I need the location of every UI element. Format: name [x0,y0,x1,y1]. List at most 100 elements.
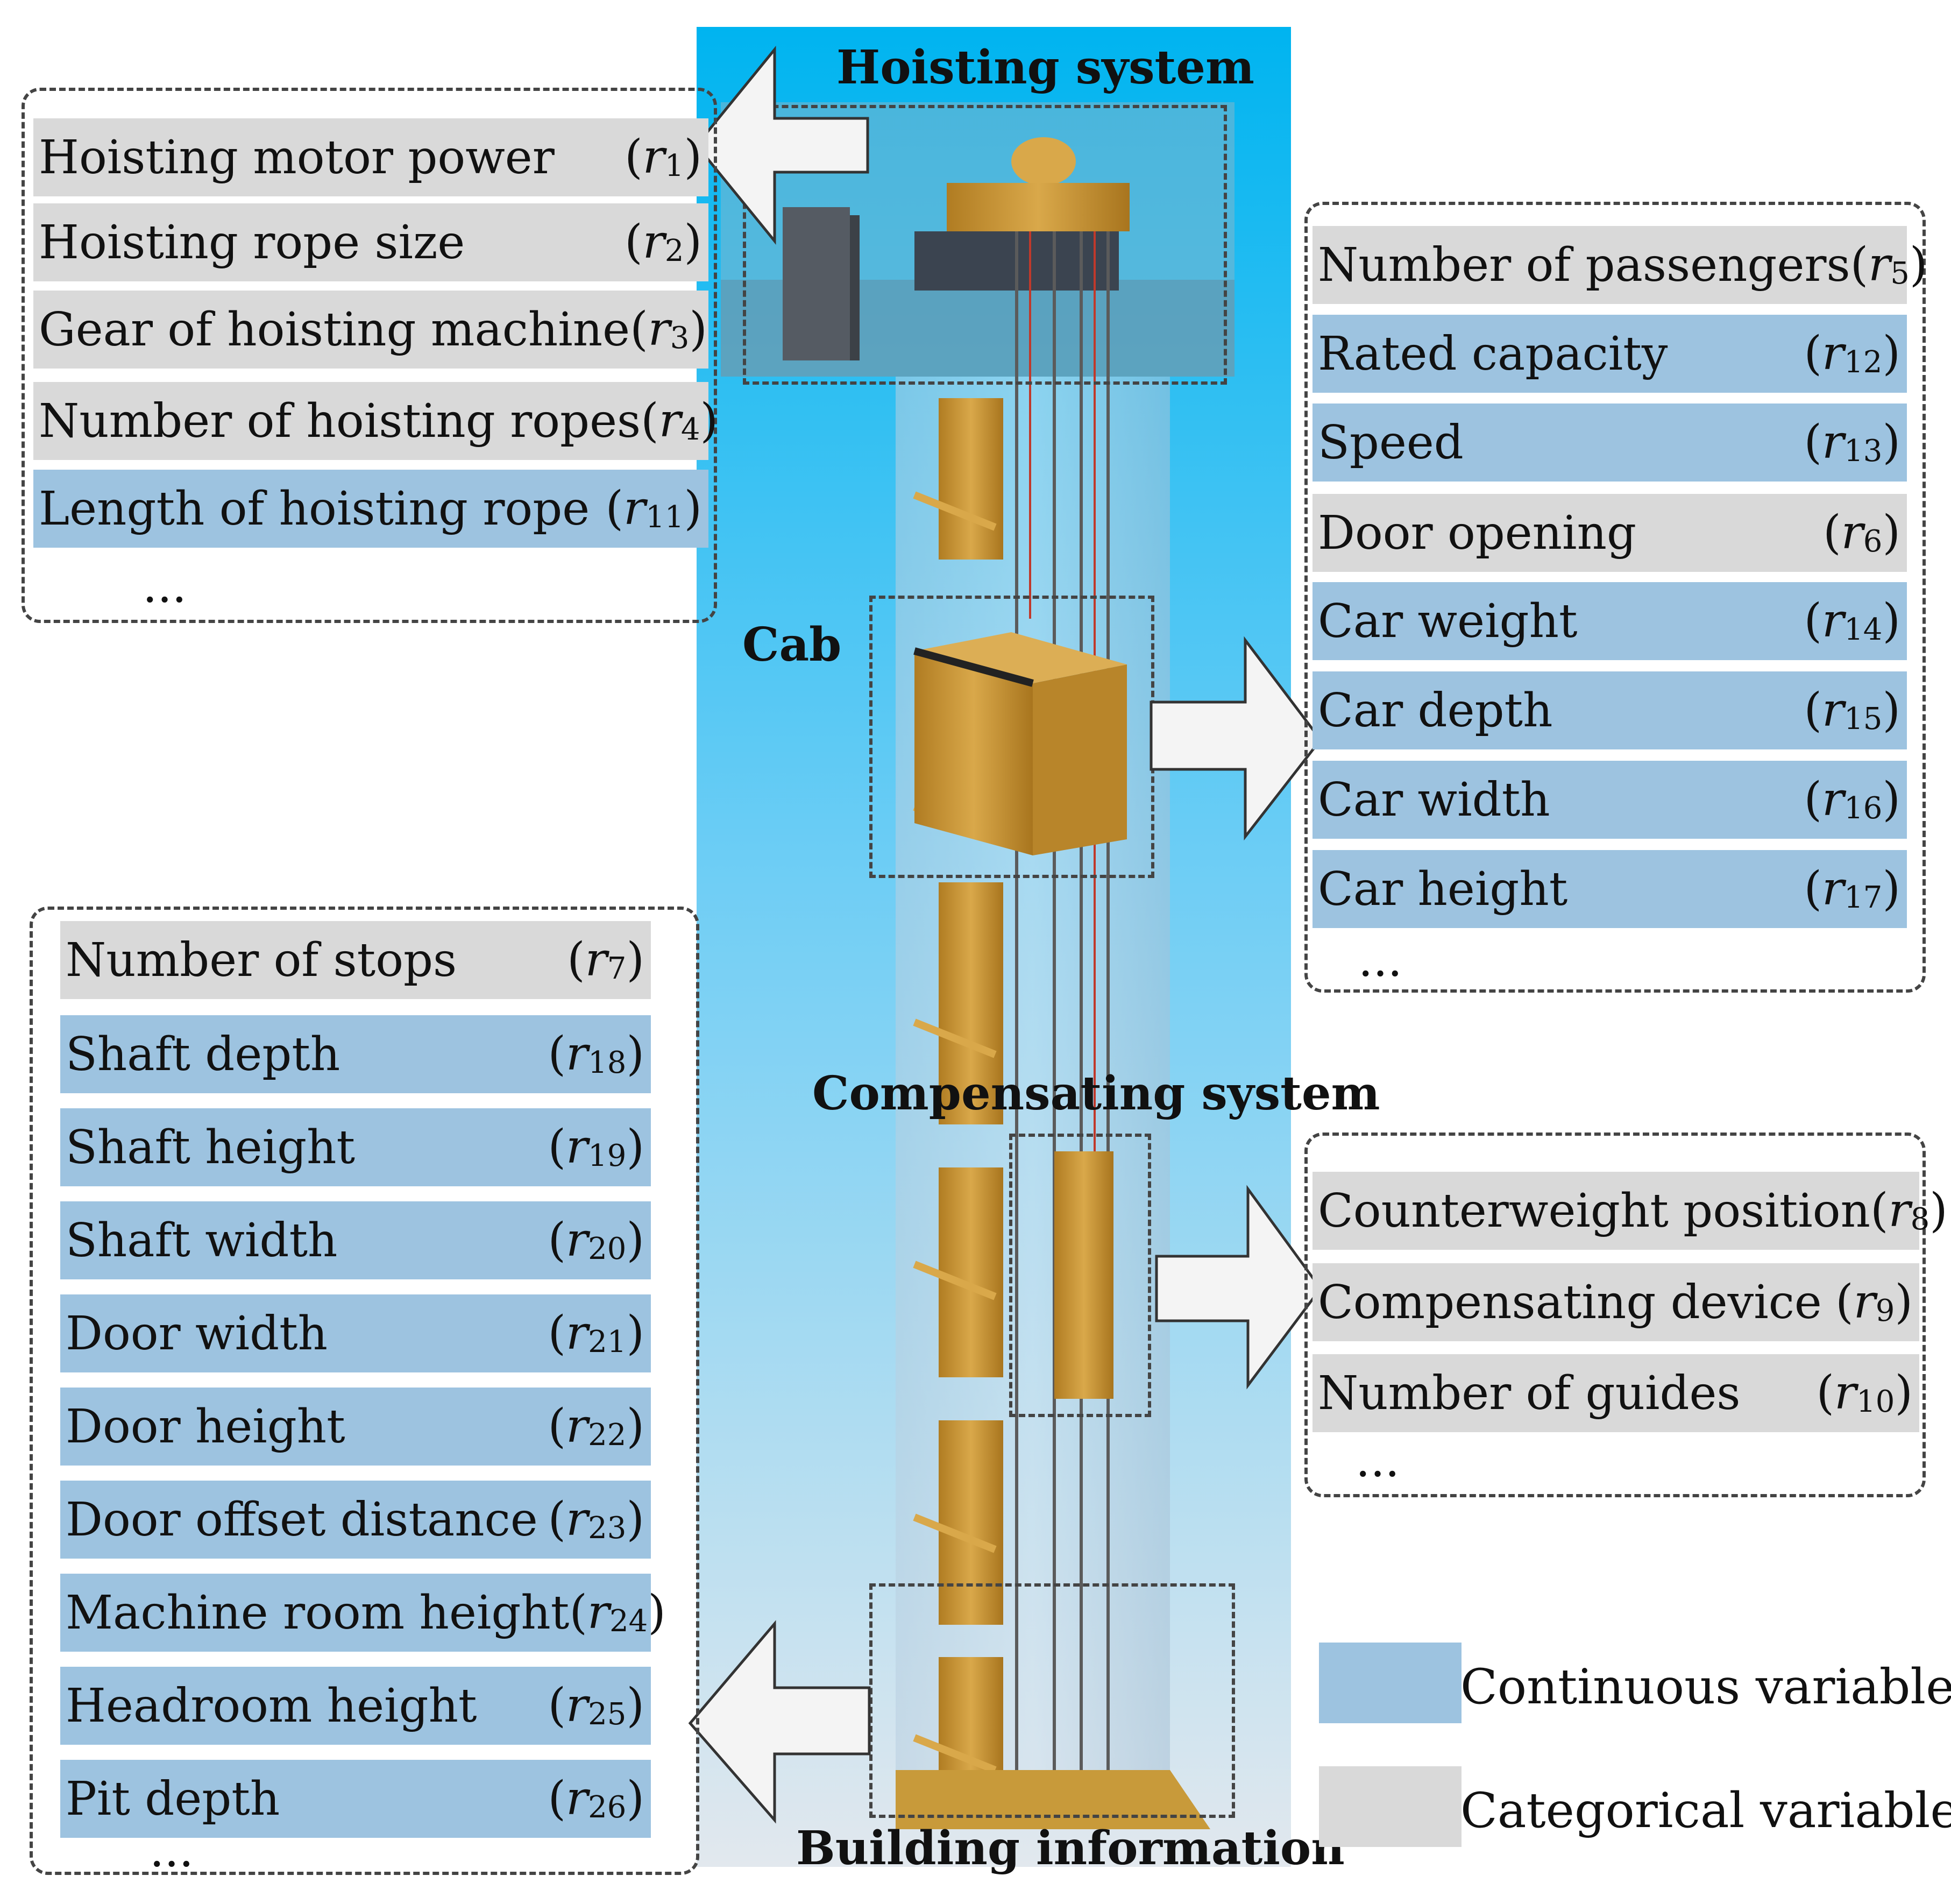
variable-symbol-letter: r [566,1213,588,1267]
variable-symbol-letter: r [585,932,607,987]
building-variable-row: Pit depth(r26) [60,1760,651,1838]
compensating-variable-row: Counterweight position(r8) [1313,1172,1948,1250]
variable-symbol-index: 18 [588,1045,627,1080]
variable-symbol-index: 10 [1856,1384,1895,1419]
variable-symbol-index: 17 [1844,880,1883,915]
hoisting-variable-row: Hoisting rope size (r2) [33,203,708,281]
counterweight [1054,1151,1113,1399]
variable-symbol: (r25) [548,1678,644,1732]
building-variable-row: Door offset distance(r23) [60,1481,651,1559]
variable-symbol: (r24) [569,1585,666,1639]
variable-symbol: (r5) [1850,237,1928,292]
variable-symbol-index: 4 [680,412,700,447]
variable-symbol-index: 16 [1844,790,1883,826]
variable-symbol-index: 9 [1875,1293,1895,1328]
arrow-building-left [688,1620,871,1824]
variable-symbol-index: 13 [1844,433,1883,469]
variable-symbol-index: 25 [588,1696,627,1732]
variable-symbol: (r15) [1804,683,1900,737]
variable-symbol-index: 8 [1910,1201,1930,1237]
pit-floor [896,1770,1210,1829]
variable-symbol-letter: r [1841,505,1863,560]
variable-symbol-index: 14 [1844,612,1883,647]
building-variable-row: Machine room height(r24) [60,1574,666,1652]
variable-symbol-letter: r [623,481,646,535]
variable-symbol-letter: r [642,130,665,184]
compensating-region [1009,1134,1151,1417]
variable-label: Number of stops [66,933,457,987]
variable-symbol: (r4) [641,393,719,448]
compensating-variable-row: Number of guides (r10) [1313,1354,1919,1432]
building-variable-row: Shaft depth(r18) [60,1015,651,1093]
variable-symbol: (r22) [548,1399,644,1453]
variable-symbol-letter: r [1822,861,1844,916]
variable-label: Rated capacity [1318,327,1668,381]
variable-symbol-index: 24 [609,1603,648,1639]
variable-label: Door width [66,1306,328,1361]
cab-variable-row: Number of passengers(r5) [1313,226,1927,304]
variable-symbol: (r7) [567,932,644,987]
guide-rails [1015,231,1110,1818]
variable-label: Number of guides [1318,1366,1741,1420]
variable-symbol-letter: r [566,1492,588,1546]
variable-symbol-index: 23 [588,1510,627,1546]
variable-symbol-letter: r [566,1399,588,1453]
variable-symbol: (r6) [1823,505,1900,560]
cab-panel [1304,202,1926,993]
cab-more: ... [1358,933,1403,987]
variable-symbol-letter: r [1822,326,1844,380]
variable-symbol-index: 1 [664,148,684,183]
variable-symbol-letter: r [1822,683,1844,737]
cab-variable-row: Door opening (r6) [1313,494,1907,572]
variable-label: Car height [1318,862,1568,916]
building-variable-row: Door height(r22) [60,1388,651,1466]
variable-symbol: (r8) [1870,1183,1948,1237]
cab-variable-row: Rated capacity(r12) [1313,315,1907,393]
variable-label: Pit depth [66,1772,280,1826]
variable-symbol: (r14) [1804,593,1900,648]
hoisting-variable-row: Gear of hoisting machine(r3) [33,291,708,369]
variable-symbol-index: 11 [645,499,684,535]
variable-label: Door opening [1318,506,1637,560]
variable-symbol-letter: r [658,393,681,448]
legend-continuous-label: Continuous variable [1460,1659,1951,1715]
variable-label: Hoisting motor power [39,130,555,185]
cab-variable-row: Car depth(r15) [1313,671,1907,749]
variable-label: Gear of hoisting machine [39,302,630,357]
cab-title: Cab [742,618,842,672]
hoisting-variable-row: Length of hoisting rope (r11) [33,470,708,548]
building-variable-row: Shaft width(r20) [60,1201,651,1279]
variable-label: Hoisting rope size [39,215,465,270]
variable-symbol: (r11) [605,481,702,535]
variable-label: Shaft height [66,1120,356,1174]
building-variable-row: Number of stops (r7) [60,921,651,999]
variable-symbol: (r23) [548,1492,644,1546]
variable-label: Car width [1318,773,1550,827]
variable-label: Door offset distance [66,1492,538,1547]
variable-symbol: (r9) [1835,1275,1913,1329]
variable-symbol-index: 2 [664,233,684,268]
variable-symbol-letter: r [566,1678,588,1732]
variable-symbol: (r13) [1804,415,1900,469]
variable-symbol-letter: r [648,302,670,356]
variable-symbol: (r17) [1804,861,1900,916]
compensating-system-title: Compensating system [812,1066,1380,1121]
variable-symbol: (r19) [548,1120,644,1174]
variable-label: Length of hoisting rope [39,482,590,536]
variable-symbol: (r20) [548,1213,644,1267]
variable-label: Compensating device [1318,1275,1822,1329]
hoisting-panel [22,88,717,623]
variable-symbol: (r10) [1816,1365,1913,1420]
variable-label: Headroom height [66,1679,477,1733]
hoisting-variable-row: Hoisting motor power(r1) [33,118,708,196]
variable-label: Number of hoisting ropes [39,394,641,448]
building-variable-row: Door width(r21) [60,1294,651,1372]
variable-symbol: (r18) [548,1027,644,1081]
variable-symbol: (r2) [625,215,702,269]
variable-symbol-letter: r [1853,1275,1876,1329]
arrow-compensating-right [1155,1185,1323,1390]
legend-categorical-swatch [1319,1766,1462,1847]
hoisting-region [743,105,1227,385]
variable-symbol-letter: r [1888,1183,1911,1237]
